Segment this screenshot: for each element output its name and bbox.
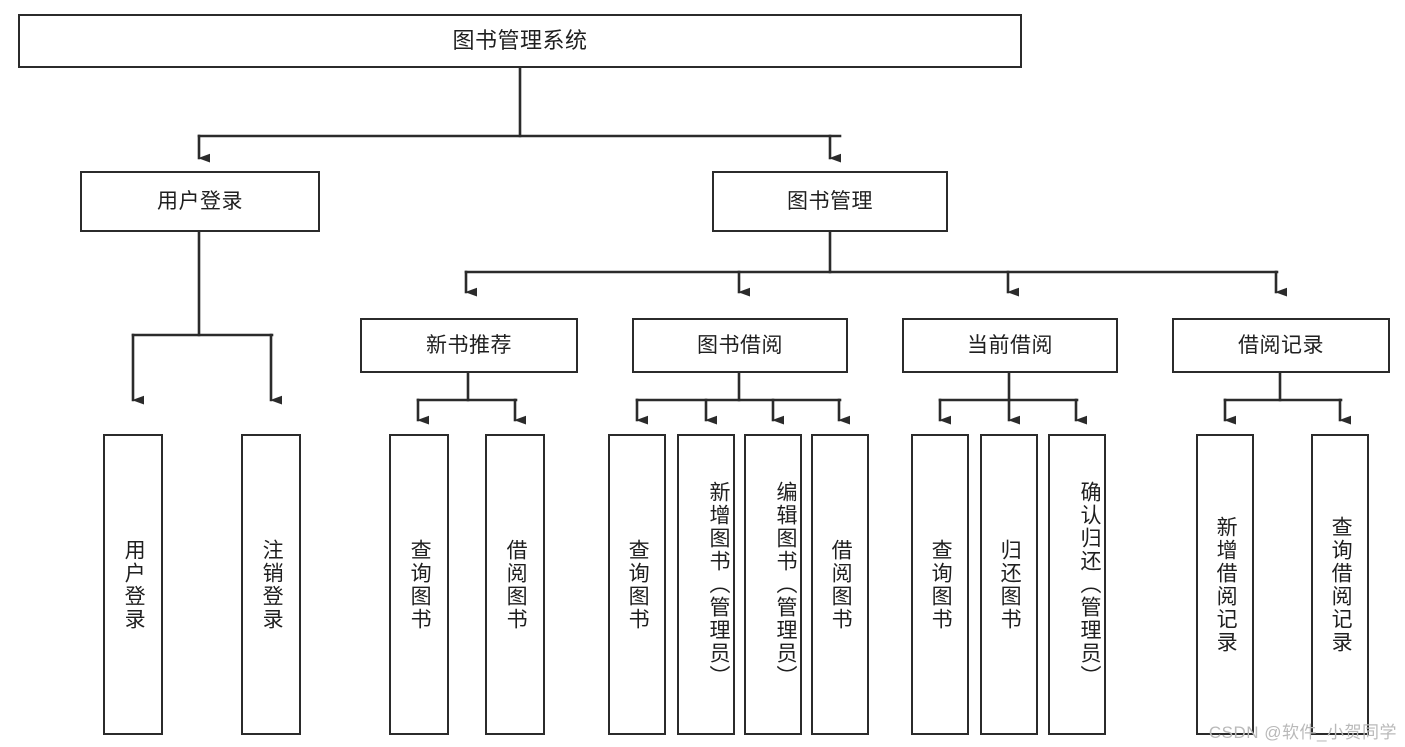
leaf-borrow-record-query-record[interactable]: 查询借阅记录 [1311, 434, 1369, 735]
node-book-borrow[interactable]: 图书借阅 [632, 318, 848, 373]
node-borrow-record[interactable]: 借阅记录 [1172, 318, 1390, 373]
leaf-book-borrow-query-book[interactable]: 查询图书 [608, 434, 666, 735]
leaf-book-borrow-add-book-admin[interactable]: 新增图书（管理员） [677, 434, 735, 735]
node-user-login[interactable]: 用户登录 [80, 171, 320, 232]
node-book-management[interactable]: 图书管理 [712, 171, 948, 232]
leaf-new-book-query-book[interactable]: 查询图书 [389, 434, 449, 735]
leaf-user-login-login[interactable]: 用户登录 [103, 434, 163, 735]
leaf-current-borrow-return-book[interactable]: 归还图书 [980, 434, 1038, 735]
leaf-current-borrow-query-book[interactable]: 查询图书 [911, 434, 969, 735]
leaf-book-borrow-borrow-book[interactable]: 借阅图书 [811, 434, 869, 735]
node-root-book-management-system[interactable]: 图书管理系统 [18, 14, 1022, 68]
leaf-book-borrow-edit-book-admin[interactable]: 编辑图书（管理员） [744, 434, 802, 735]
leaf-borrow-record-add-record[interactable]: 新增借阅记录 [1196, 434, 1254, 735]
watermark-text: CSDN @软件_小贺同学 [1208, 723, 1397, 742]
node-current-borrow[interactable]: 当前借阅 [902, 318, 1118, 373]
leaf-user-login-logout[interactable]: 注销登录 [241, 434, 301, 735]
leaf-current-borrow-confirm-return-admin[interactable]: 确认归还（管理员） [1048, 434, 1106, 735]
leaf-new-book-borrow-book[interactable]: 借阅图书 [485, 434, 545, 735]
node-new-book-recommend[interactable]: 新书推荐 [360, 318, 578, 373]
